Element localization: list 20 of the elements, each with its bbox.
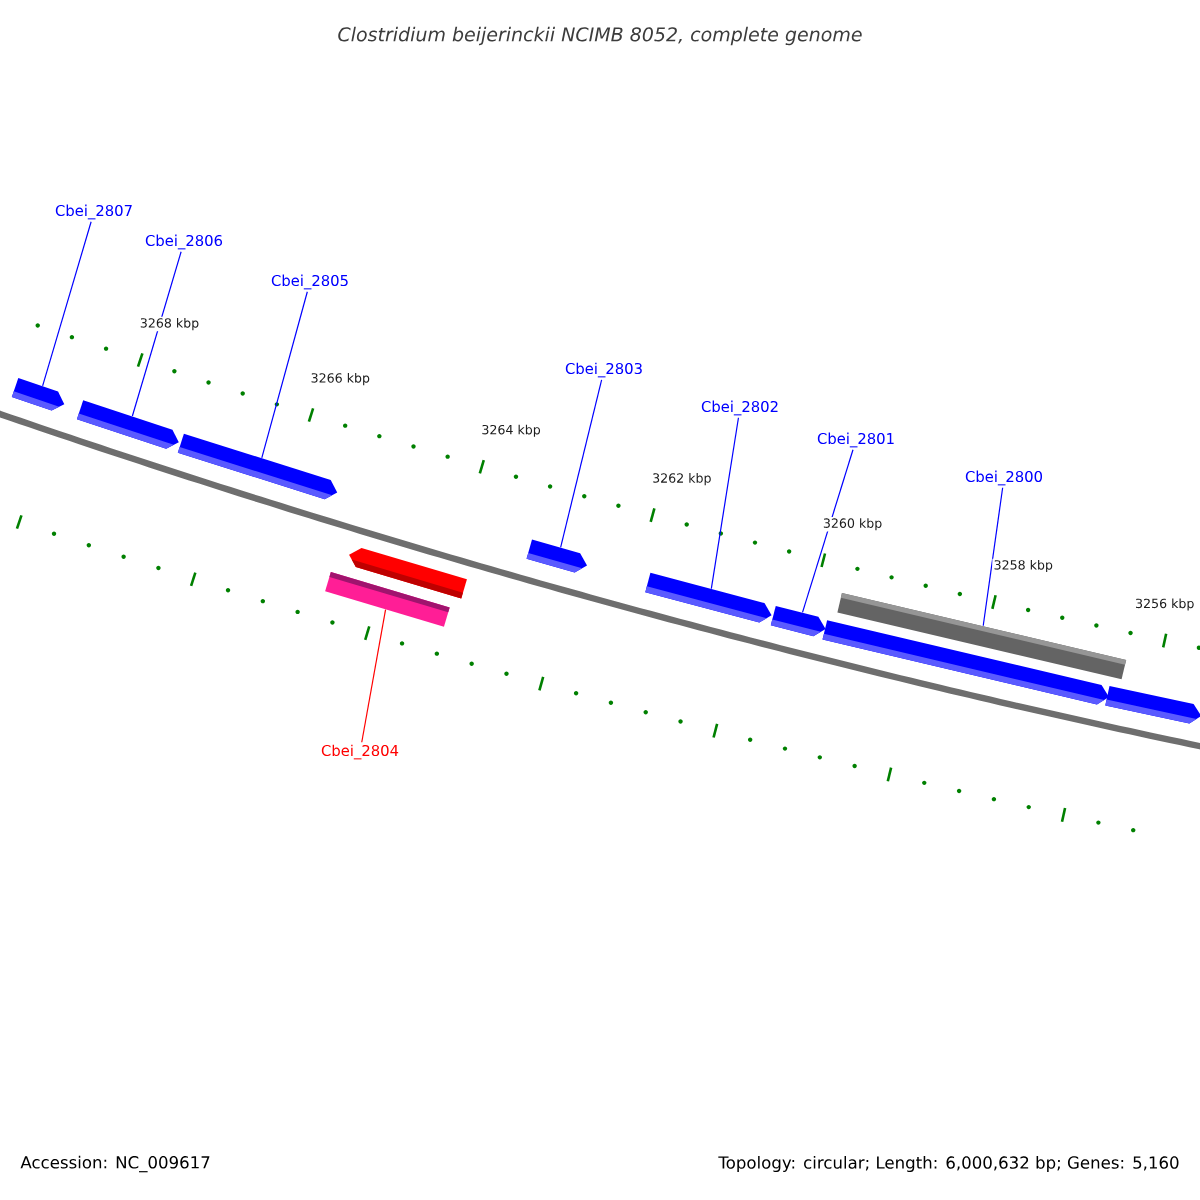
leader-line — [131, 251, 182, 417]
gene-feature — [645, 572, 772, 623]
footer-text: Accession: NC_009617 — [20, 1155, 210, 1173]
leader-line — [560, 379, 603, 548]
leader-line — [361, 609, 387, 743]
gene-feature — [1105, 685, 1200, 724]
leader-line — [42, 221, 92, 387]
leader-line — [801, 449, 854, 613]
gene-box — [837, 592, 1127, 680]
leader-line — [710, 417, 740, 590]
gene-feature — [349, 547, 467, 599]
gene-feature — [11, 378, 65, 411]
gene-feature — [770, 605, 826, 637]
gene-feature — [526, 539, 588, 573]
footer-text: Topology: circular; Length: 6,000,632 bp; Genes: 5,160 — [718, 1156, 1179, 1173]
leader-line — [261, 291, 308, 459]
title: Clostridium beijerinckii NCIMB 8052, complete genome — [338, 26, 862, 46]
gene-feature — [177, 433, 338, 500]
leader-line — [982, 487, 1004, 627]
gene-feature — [76, 400, 179, 449]
